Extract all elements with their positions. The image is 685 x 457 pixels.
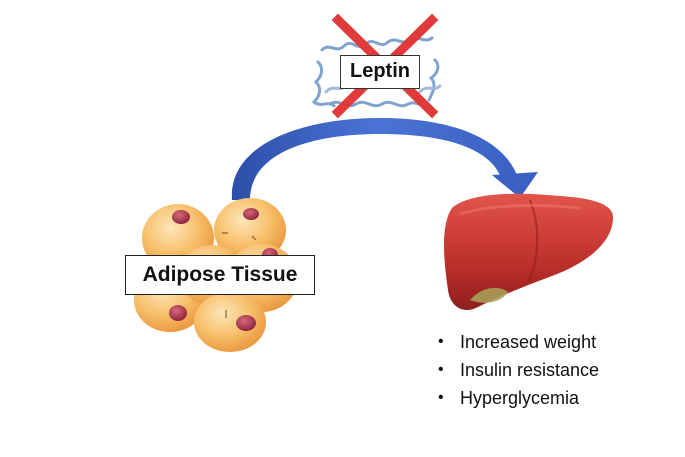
list-item: Hyperglycemia xyxy=(436,384,599,412)
list-item: Insulin resistance xyxy=(436,356,599,384)
liver-icon xyxy=(444,193,614,310)
leptin-label: Leptin xyxy=(340,55,420,89)
effects-list: Increased weight Insulin resistance Hype… xyxy=(436,328,599,412)
arrow-adipose-to-liver xyxy=(231,118,538,200)
fat-cell xyxy=(194,292,266,352)
list-item: Increased weight xyxy=(436,328,599,356)
adipose-tissue-label: Adipose Tissue xyxy=(125,255,315,295)
